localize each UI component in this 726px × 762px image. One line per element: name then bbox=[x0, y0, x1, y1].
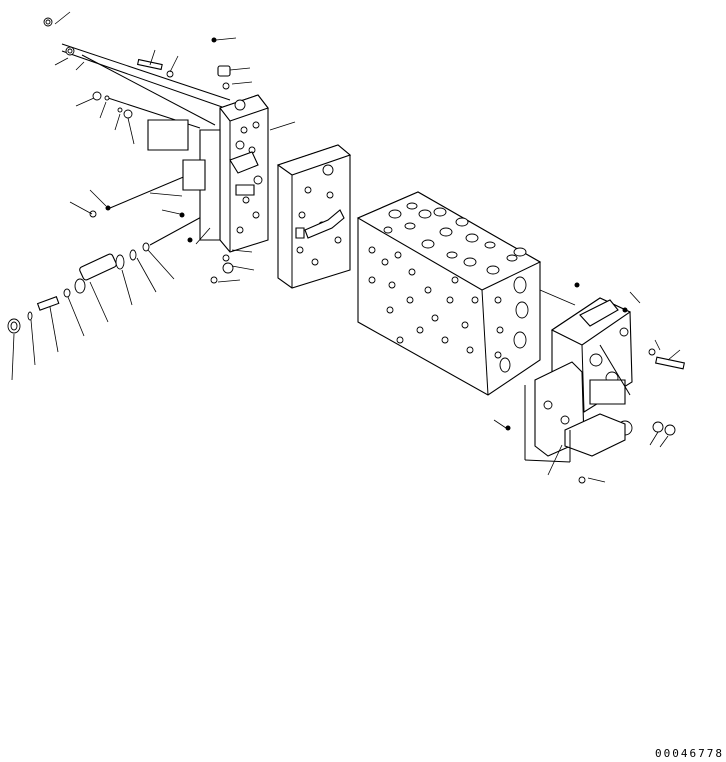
top-ports bbox=[384, 203, 526, 274]
side-ports bbox=[495, 277, 528, 372]
end-section-block bbox=[148, 95, 268, 252]
front-ports bbox=[369, 247, 478, 353]
middle-section-block bbox=[278, 145, 350, 288]
tie-rod-lines bbox=[62, 44, 230, 245]
right-end-assembly bbox=[525, 298, 632, 462]
leader-lines bbox=[12, 12, 680, 482]
small-parts-right bbox=[505, 282, 685, 484]
main-valve-body bbox=[358, 192, 540, 395]
figure-number: 00046778 bbox=[655, 747, 724, 760]
